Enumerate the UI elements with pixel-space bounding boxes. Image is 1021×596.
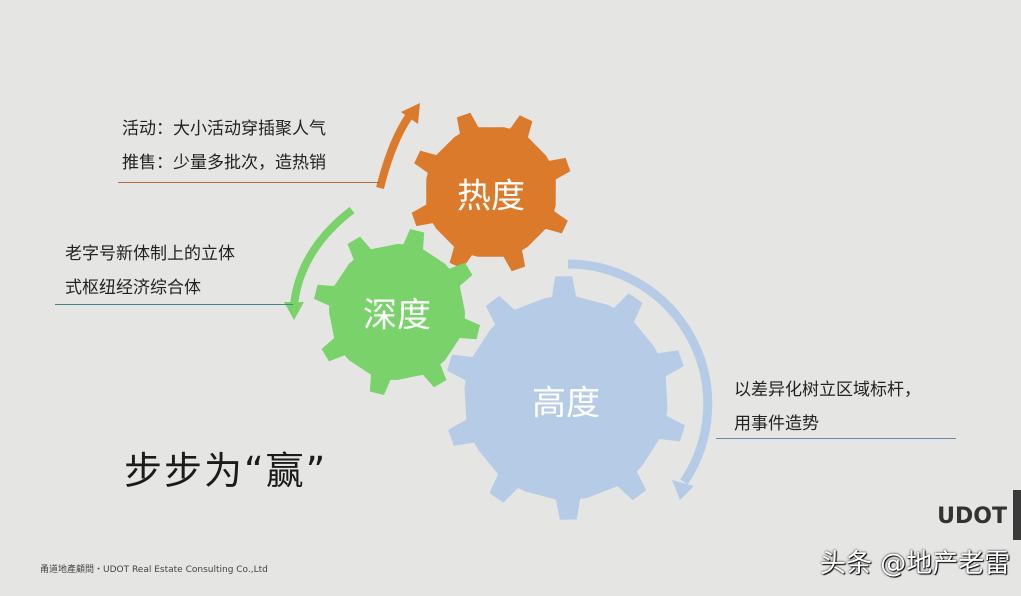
udot-logo: UDOT xyxy=(937,504,1007,529)
gear-label-height: 高度 xyxy=(532,383,600,424)
heat-arrowhead xyxy=(401,103,420,124)
height-arrow xyxy=(567,259,713,485)
heat-divider xyxy=(118,182,380,183)
height-arrowhead xyxy=(672,480,694,500)
corner-bar xyxy=(1013,490,1021,540)
height-note-1: 以差异化树立区域标杆， xyxy=(734,380,921,400)
gear-label-depth: 深度 xyxy=(363,295,431,336)
gear-label-heat: 热度 xyxy=(457,176,525,217)
heat-note-1: 活动：大小活动穿插聚人气 xyxy=(122,119,326,139)
depth-note-1: 老字号新体制上的立体 xyxy=(65,244,235,264)
depth-arrowhead xyxy=(284,302,304,320)
slide-title: 步步为“赢” xyxy=(124,449,328,493)
heat-note-2: 推售：少量多批次，造热销 xyxy=(122,153,326,173)
watermark: 头条 @地产老雷 xyxy=(820,549,1011,579)
gear-depth xyxy=(314,229,480,395)
gear-heat xyxy=(411,112,571,272)
heat-arrow xyxy=(376,112,414,189)
height-divider xyxy=(716,438,956,439)
depth-arrow xyxy=(290,206,355,306)
depth-note-2: 式枢纽经济综合体 xyxy=(65,278,201,298)
gear-height xyxy=(447,276,685,520)
depth-divider xyxy=(55,304,293,305)
height-note-2: 用事件造势 xyxy=(734,414,819,434)
footer-company: 甬道地產顧問・UDOT Real Estate Consulting Co.,L… xyxy=(40,565,268,575)
